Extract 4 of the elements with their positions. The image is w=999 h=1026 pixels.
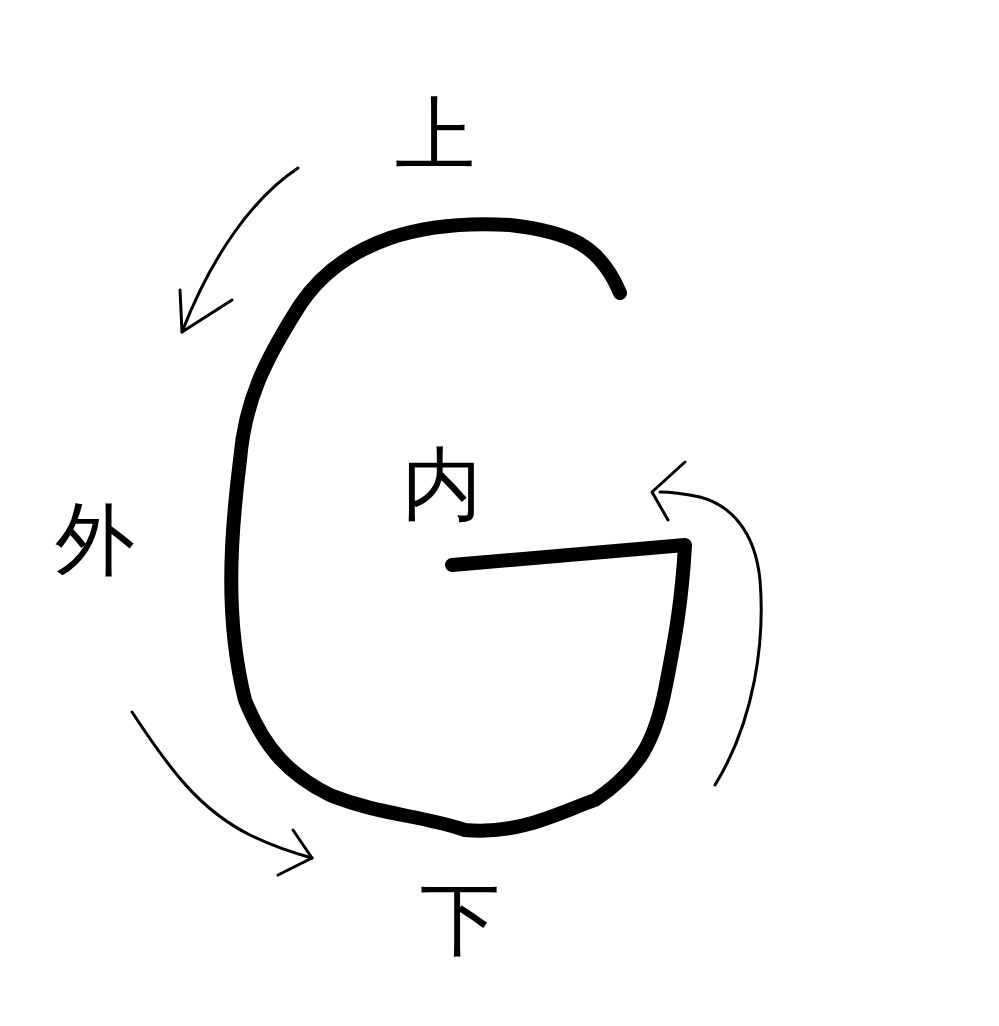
direction-label: 上 [395,95,475,175]
direction-label: 内 [402,445,482,525]
direction-label: 下 [420,880,500,960]
direction-label: 外 [55,500,135,580]
